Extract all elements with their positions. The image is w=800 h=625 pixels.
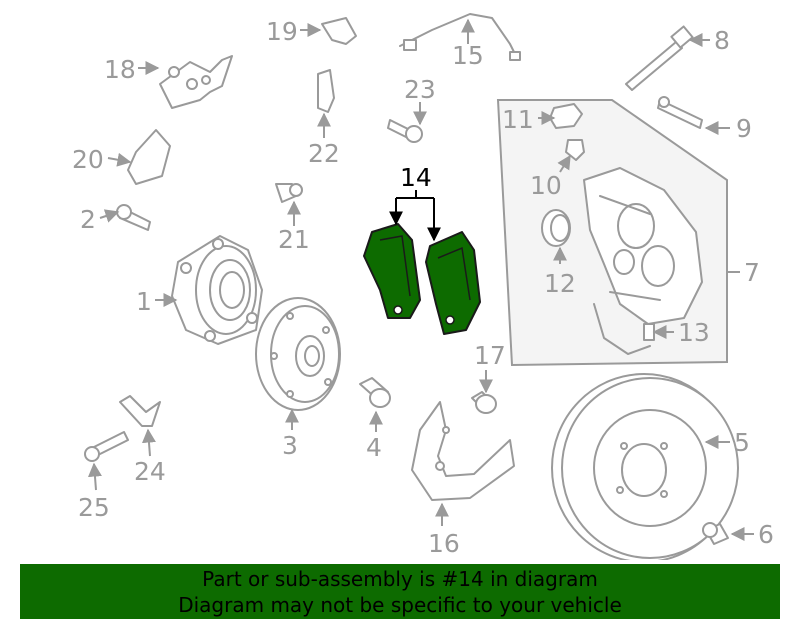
callout-3: 3	[282, 431, 298, 460]
callout-7: 7	[744, 258, 760, 287]
part-2-bolt	[116, 204, 151, 231]
exploded-parts-diagram: 1 2 3 4 5 6 7 8 9 10 11 12 13 14 15 16 1…	[72, 13, 774, 560]
part-14-brake-pads	[363, 223, 481, 335]
callout-24: 24	[134, 457, 166, 486]
callout-19: 19	[266, 17, 298, 46]
callout-16: 16	[428, 529, 460, 558]
callout-23: 23	[404, 75, 436, 104]
part-25-bolt	[84, 431, 129, 462]
part-22-bracket	[317, 69, 335, 113]
part-12-seal	[541, 209, 571, 247]
part-8-guide-bolt	[625, 25, 694, 91]
part-3-wheel-hub	[255, 297, 341, 411]
callout-18: 18	[104, 55, 136, 84]
part-info-banner: Part or sub-assembly is #14 in diagram D…	[20, 564, 780, 619]
part-19-bracket	[321, 17, 357, 45]
callout-15: 15	[452, 41, 484, 70]
part-24-sensor-bracket	[119, 395, 161, 427]
part-1-hub-bearing	[171, 235, 263, 345]
part-5-brake-rotor	[551, 373, 739, 560]
callout-4: 4	[366, 433, 382, 462]
callout-25: 25	[78, 493, 110, 522]
part-21-screw	[275, 183, 303, 203]
part-15-brake-hose	[399, 13, 521, 61]
part-4-bolt	[359, 377, 391, 408]
callout-22: 22	[308, 139, 340, 168]
part-17-bolt	[471, 391, 497, 414]
part-6-screw	[702, 522, 729, 545]
callout-5: 5	[734, 428, 750, 457]
part-16-splash-shield	[411, 401, 515, 501]
callout-labels: 1 2 3 4 5 6 7 8 9 10 11 12 13 14 15 16 1…	[72, 17, 774, 558]
banner-line-2: Diagram may not be specific to your vehi…	[178, 592, 622, 617]
callout-14: 14	[400, 163, 432, 192]
callout-11: 11	[502, 105, 534, 134]
callout-13: 13	[678, 318, 710, 347]
callout-6: 6	[758, 520, 774, 549]
part-9-guide-pin	[657, 96, 703, 129]
callout-1: 1	[136, 287, 152, 316]
leader-lines	[87, 18, 754, 541]
callout-9: 9	[736, 114, 752, 143]
callout-10: 10	[530, 171, 562, 200]
callout-20: 20	[72, 145, 104, 174]
part-23-bolt	[387, 119, 423, 143]
callout-21: 21	[278, 225, 310, 254]
banner-line-1: Part or sub-assembly is #14 in diagram	[202, 566, 598, 591]
part-18-wire-harness	[159, 55, 233, 109]
callout-8: 8	[714, 26, 730, 55]
part-20-clip-bracket	[127, 129, 171, 185]
callout-17: 17	[474, 341, 506, 370]
callout-12: 12	[544, 269, 576, 298]
callout-2: 2	[80, 205, 96, 234]
brake-caliper	[583, 167, 703, 325]
